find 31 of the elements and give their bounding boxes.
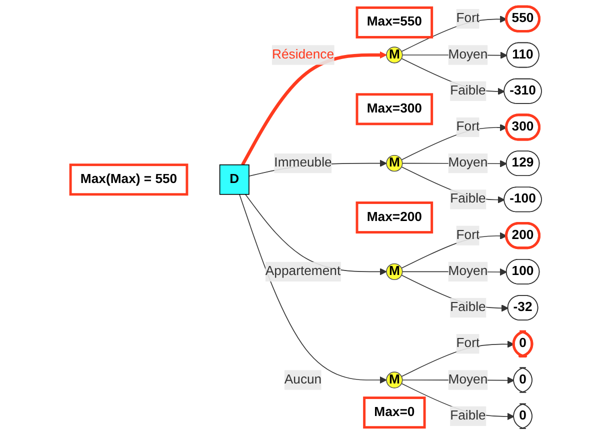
edge-label: Appartement	[265, 264, 341, 278]
edge-label: Moyen	[448, 264, 488, 278]
edge-label: Résidence	[272, 48, 334, 62]
node-box: D	[219, 164, 250, 195]
node-circle: M	[386, 263, 403, 280]
node-box: Max=550	[356, 6, 434, 38]
arrow	[241, 51, 387, 166]
edge-label: Moyen	[448, 156, 488, 170]
edge-label: Faible	[450, 408, 486, 423]
arrow	[401, 232, 508, 269]
edge-label: Moyen	[448, 372, 488, 387]
edge-label: Fort	[456, 228, 480, 242]
arrow	[401, 340, 514, 377]
node-circle: M	[386, 46, 403, 64]
node-box: Max(Max) = 550	[69, 164, 188, 196]
edge-label: Faible	[450, 84, 486, 98]
edge-label: Fort	[456, 11, 480, 26]
arrow	[401, 16, 508, 52]
edge-label: Faible	[450, 300, 486, 314]
node-box: Max=0	[363, 396, 426, 429]
node-circle: M	[386, 372, 403, 388]
edge-label: Aucun	[284, 372, 322, 387]
node-box: Max=200	[356, 202, 434, 234]
edge-label: Immeuble	[274, 156, 332, 170]
node-circle: M	[386, 155, 403, 172]
edge-label: Fort	[456, 336, 480, 350]
edge-label: Moyen	[448, 48, 488, 62]
edge-label: Fort	[456, 120, 480, 134]
arrow	[401, 124, 508, 160]
edge-label: Faible	[450, 192, 486, 206]
node-box: Max=300	[356, 93, 434, 126]
